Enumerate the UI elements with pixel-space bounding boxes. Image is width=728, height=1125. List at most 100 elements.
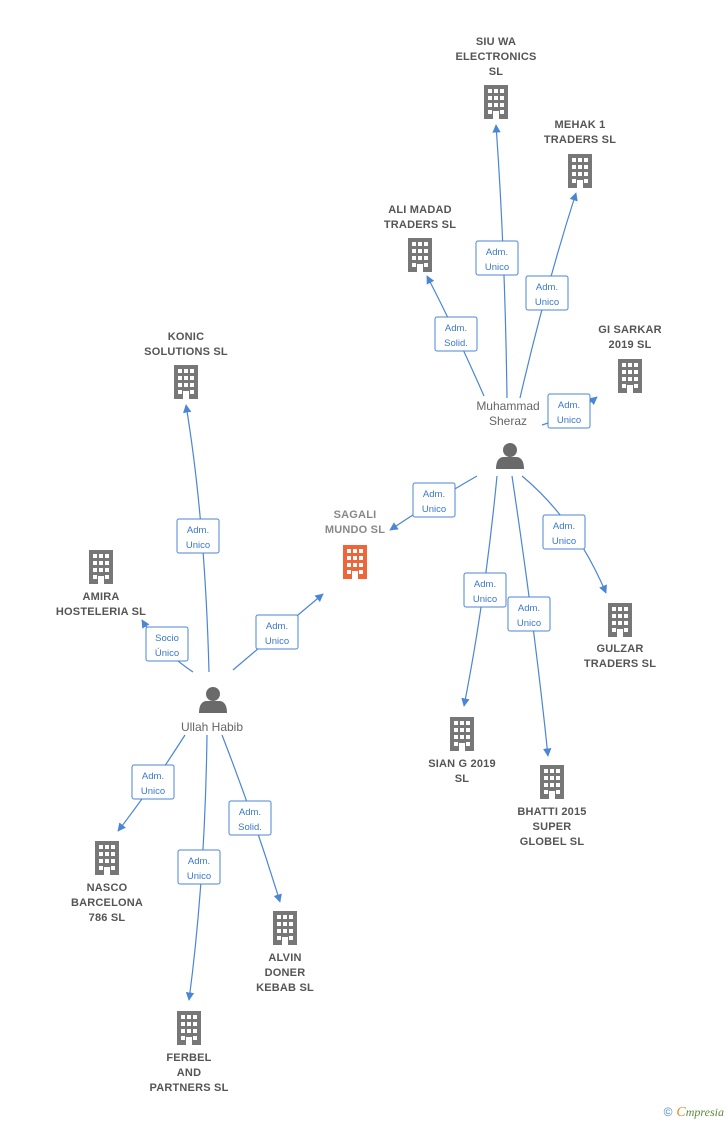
company-node-nasco[interactable]: NASCO BARCELONA 786 SL — [71, 841, 143, 924]
building-icon — [343, 545, 367, 579]
building-icon — [618, 359, 642, 393]
company-name: SIAN G 2019 — [428, 758, 496, 770]
building-icon — [450, 717, 474, 751]
brand-footer[interactable]: ©Cmpresia — [664, 1105, 724, 1121]
company-name: FERBEL — [166, 1052, 211, 1064]
relation-label: Adm. — [423, 489, 445, 500]
company-name: ALVIN — [268, 952, 301, 964]
relation-label: Único — [155, 648, 179, 659]
person-name: Ullah Habib — [181, 720, 243, 734]
relation-badge-m-ali[interactable]: Adm.Solid. — [434, 316, 478, 352]
company-name: BARCELONA — [71, 897, 143, 909]
relation-label: Unico — [557, 415, 581, 426]
relation-label: Adm. — [239, 807, 261, 818]
relation-label: Unico — [473, 594, 497, 605]
company-name: KEBAB SL — [256, 982, 314, 994]
relation-label: Solid. — [444, 338, 468, 349]
relation-badge-box — [475, 240, 519, 276]
relation-badge-u-ferbel[interactable]: Adm.Unico — [177, 849, 221, 885]
relation-label: Unico — [535, 297, 559, 308]
building-icon — [95, 841, 119, 875]
relation-badge-box — [131, 764, 175, 800]
relation-label: Adm. — [474, 579, 496, 590]
relation-badge-m-mehak[interactable]: Adm. Unico — [525, 275, 569, 311]
relations-layer: Adm.UnicoAdm.UnicoAdm.Solid.Adm.UnicoAdm… — [131, 240, 591, 885]
company-node-gi[interactable]: GI SARKAR 2019 SL — [598, 324, 662, 393]
relation-badge-u-nasco[interactable]: Adm.Unico — [131, 764, 175, 800]
company-name: NASCO — [87, 882, 128, 894]
building-icon — [484, 85, 508, 119]
relation-label: Unico — [552, 536, 576, 547]
relation-label: Unico — [187, 871, 211, 882]
person-name: Sheraz — [489, 414, 527, 428]
relation-label: Solid. — [238, 822, 262, 833]
company-name: SAGALI — [334, 509, 377, 521]
company-name: SL — [489, 66, 504, 78]
company-name: AMIRA — [82, 591, 119, 603]
brand-name: mpresia — [685, 1105, 724, 1119]
person-icon — [199, 687, 227, 713]
brand-initial: C — [676, 1105, 686, 1120]
company-name: MUNDO SL — [325, 524, 385, 536]
company-name: 2019 SL — [609, 339, 652, 351]
building-icon — [174, 365, 198, 399]
relation-badge-box — [176, 518, 220, 554]
building-icon — [608, 603, 632, 637]
relation-label: Adm. — [553, 521, 575, 532]
relation-label: Adm. — [536, 282, 558, 293]
relation-badge-box — [507, 596, 551, 632]
person-node-ullah[interactable]: Ullah Habib — [181, 687, 243, 734]
relation-label: Adm. — [266, 621, 288, 632]
relation-badge-m-bhatti[interactable]: Adm.Unico — [507, 596, 551, 632]
relation-badge-box — [255, 614, 299, 650]
relation-label: Unico — [485, 262, 509, 273]
company-node-amira[interactable]: AMIRA HOSTELERIA SL — [56, 550, 146, 618]
relation-badge-u-alvin[interactable]: Adm. Solid. — [228, 800, 272, 836]
person-name: Muhammad — [476, 399, 539, 413]
relation-badge-m-siu[interactable]: Adm.Unico — [475, 240, 519, 276]
company-name: ALI MADAD — [388, 204, 452, 216]
relation-badge-box — [525, 275, 569, 311]
relation-badge-box — [412, 482, 456, 518]
company-name: GI SARKAR — [598, 324, 662, 336]
company-node-alvin[interactable]: ALVIN DONER KEBAB SL — [256, 911, 314, 994]
company-name: 786 SL — [89, 912, 126, 924]
relation-badge-m-gulzar[interactable]: Adm. Unico — [542, 514, 586, 550]
company-name: HOSTELERIA SL — [56, 606, 146, 618]
relation-badge-box — [145, 626, 189, 662]
relation-badge-u-sagali[interactable]: Adm.Unico — [255, 614, 299, 650]
relation-badge-u-konic[interactable]: Adm.Unico — [176, 518, 220, 554]
relation-badge-m-sagali[interactable]: Adm. Unico — [412, 482, 456, 518]
relation-badge-m-gi[interactable]: Adm. Unico — [547, 393, 591, 429]
building-icon — [273, 911, 297, 945]
company-name: MEHAK 1 — [555, 119, 606, 131]
company-node-siu-wa[interactable]: SIU WA ELECTRONICS SL — [455, 36, 536, 119]
company-name: DONER — [265, 967, 306, 979]
relation-badge-m-sian[interactable]: Adm. Unico — [463, 572, 507, 608]
relation-label: Unico — [186, 540, 210, 551]
company-name: SUPER — [533, 821, 572, 833]
relation-label: Adm. — [142, 771, 164, 782]
relation-label: Socio — [155, 633, 179, 644]
relation-label: Unico — [422, 504, 446, 515]
relation-badge-box — [177, 849, 221, 885]
company-name: ELECTRONICS — [455, 51, 536, 63]
company-name: BHATTI 2015 — [517, 806, 586, 818]
company-name: SIU WA — [476, 36, 516, 48]
company-name: TRADERS SL — [584, 658, 656, 670]
building-icon — [89, 550, 113, 584]
relation-badge-box — [434, 316, 478, 352]
relation-label: Adm. — [558, 400, 580, 411]
company-node-sagali[interactable]: SAGALI MUNDO SL — [325, 509, 385, 579]
